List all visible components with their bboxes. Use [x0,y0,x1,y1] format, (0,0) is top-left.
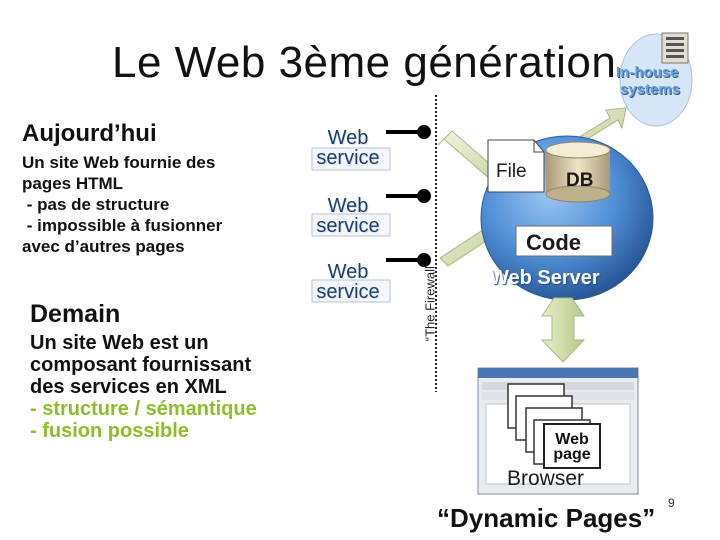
web-service-3: Web service [316,261,380,303]
in-house-label: In-house systems [616,64,680,98]
page-number: 9 [668,496,675,510]
tomorrow-text-points: - structure / sémantique - fusion possib… [30,398,257,442]
service-connectors [386,130,423,262]
code-box [515,225,613,257]
web-service-2: Web service [316,195,380,237]
tomorrow-text-main: Un site Web est un composant fournissant… [30,332,252,398]
db-label: DB [566,170,594,191]
today-heading: Aujourd’hui [22,120,157,147]
file-label: File [496,161,527,182]
code-label: Code [526,230,581,255]
web-server-label: Web Server [490,267,600,289]
file-icon [487,139,545,193]
in-house-line1: In-house [616,64,679,81]
firewall-label: “The Firewall” [422,261,438,342]
web-service-1: Web service [316,127,380,169]
tomorrow-heading: Demain [30,300,121,328]
in-house-line2: systems [620,81,681,98]
browser-label: Browser [507,467,585,490]
today-text: Un site Web fournie des pages HTML - pas… [22,153,223,256]
computer-icon [661,32,689,64]
database-icon [545,141,611,203]
page-title: Le Web 3ème génération [112,38,617,87]
service-tiles [311,147,391,303]
arrow-server-browser [540,297,586,363]
tomorrow-text: Un site Web est un composant fournissant… [30,332,257,442]
web-page-label: Web page [553,431,591,463]
dynamic-pages-label: “Dynamic Pages” [437,503,656,533]
